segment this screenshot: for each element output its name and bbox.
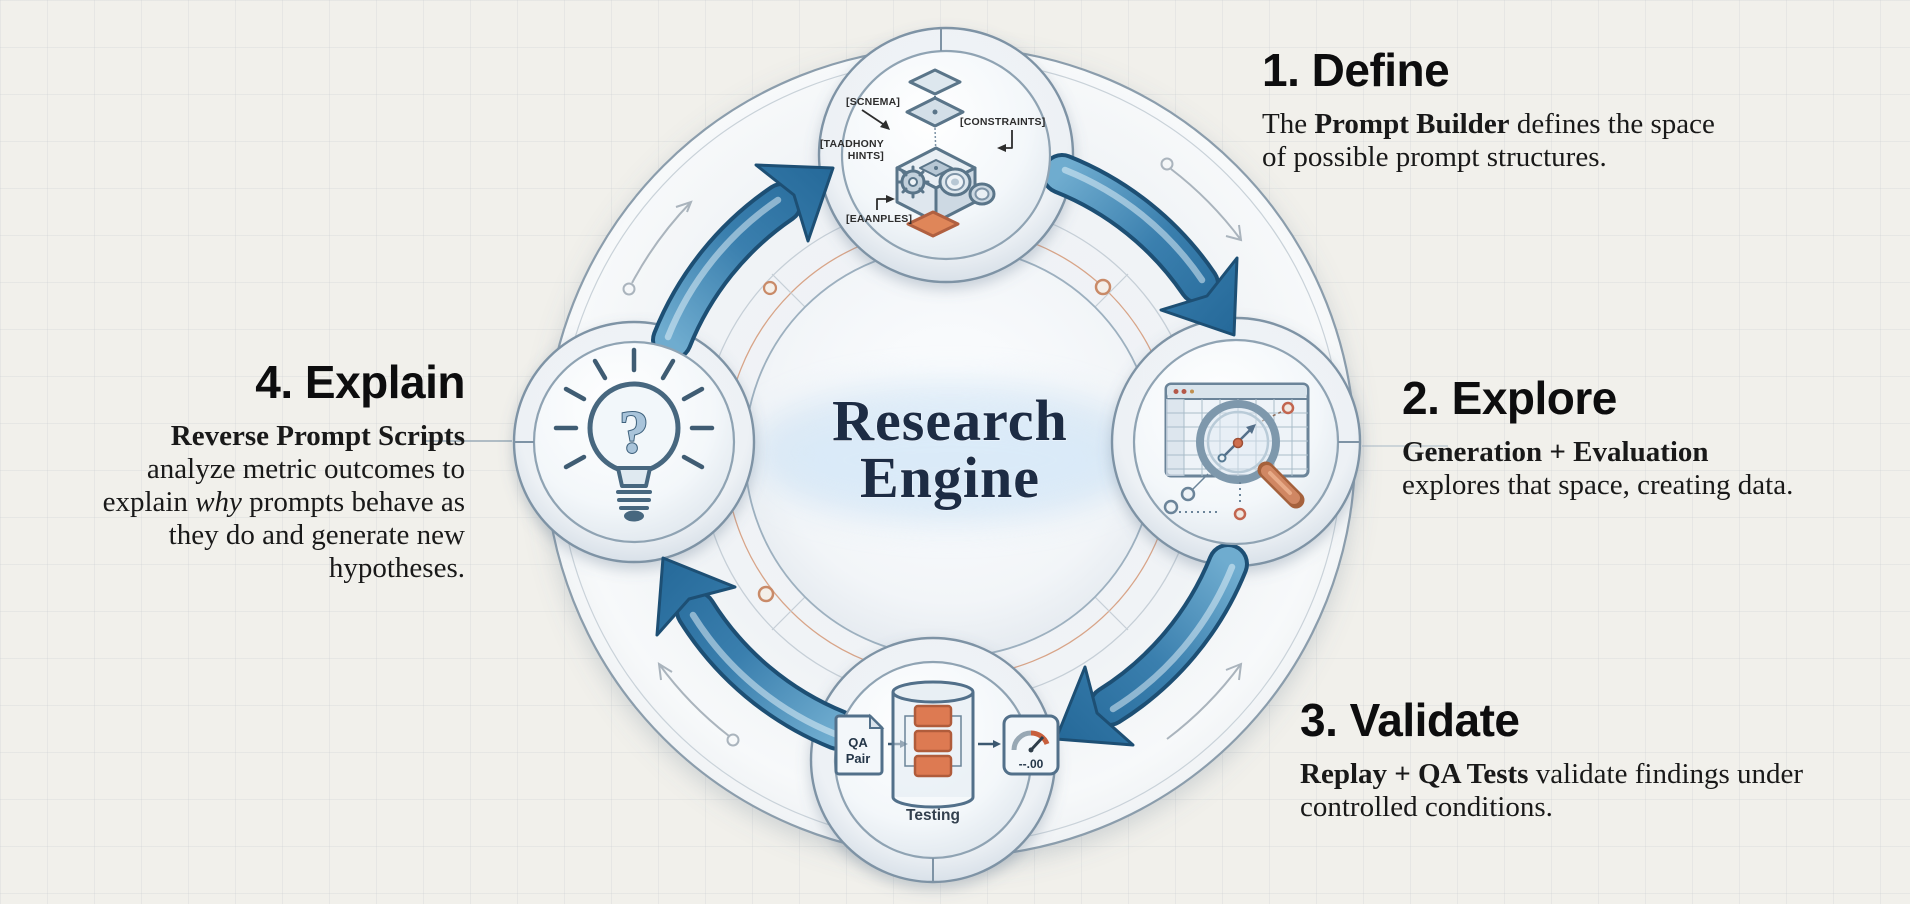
gauge-value: --.00 bbox=[1019, 757, 1044, 771]
thin-arrow-top-right bbox=[1160, 157, 1243, 242]
label-taxonomy-2: HINTS] bbox=[848, 150, 884, 162]
orange-node-3 bbox=[762, 280, 778, 296]
arrow-validate-to-explain bbox=[655, 556, 859, 751]
connector-node-2 bbox=[1163, 499, 1179, 515]
step-validate-title: 3. Validate bbox=[1300, 694, 1520, 746]
test-block-1 bbox=[913, 704, 953, 728]
bulb-base bbox=[616, 490, 652, 510]
label-schema: [SCNEMA] bbox=[846, 96, 900, 108]
orange-node-2 bbox=[757, 585, 775, 603]
center-title: Research Engine bbox=[831, 387, 1068, 511]
window-dot-2 bbox=[1181, 389, 1187, 394]
step-define-body: The Prompt Builder defines the space of … bbox=[1262, 107, 1715, 173]
thin-arrow-bottom-right bbox=[1166, 662, 1243, 740]
center-title-line2: Engine bbox=[860, 445, 1040, 510]
testing-cylinder-icon bbox=[891, 680, 975, 809]
step-define: 1. Define The Prompt Builder defines the… bbox=[1262, 44, 1742, 174]
arrow-define-to-explore bbox=[1041, 153, 1239, 337]
doc-label-line1: QA bbox=[848, 735, 868, 750]
label-constraints: [CONSTRAINTS] bbox=[960, 116, 1045, 128]
thin-arrow-top-left bbox=[622, 200, 693, 296]
step-explore-title: 2. Explore bbox=[1402, 372, 1617, 424]
testing-caption: Testing bbox=[906, 807, 960, 824]
center-title-line1: Research bbox=[832, 388, 1068, 453]
question-mark: ? bbox=[619, 399, 649, 465]
scatter-point-orange-top bbox=[1281, 401, 1295, 415]
bulb-tip bbox=[624, 510, 644, 522]
qa-pair-doc-icon: QA Pair bbox=[834, 713, 885, 776]
test-block-3 bbox=[913, 754, 953, 778]
arrowhead-define-to-explore bbox=[1159, 256, 1239, 337]
arrowhead-explain-to-define bbox=[754, 163, 835, 243]
arrowhead-explore-to-validate bbox=[1054, 665, 1135, 747]
bulb-neck bbox=[616, 466, 652, 488]
orange-node-1 bbox=[1094, 278, 1112, 296]
window-dot-1 bbox=[1173, 389, 1179, 394]
arrow-explore-to-validate bbox=[1054, 543, 1249, 747]
explore-icon bbox=[1163, 382, 1310, 521]
center-disc bbox=[744, 246, 1156, 658]
prompt-builder-icon: [SCNEMA] [CONSTRAINTS] [TAADHONY HINTS] … bbox=[820, 68, 1045, 238]
score-gauge-icon: --.00 bbox=[1002, 714, 1060, 776]
layer-top bbox=[908, 68, 962, 96]
idea-bulb-icon: ? bbox=[553, 347, 715, 522]
bulb-rays bbox=[553, 347, 715, 470]
arrow-explain-to-define bbox=[651, 163, 835, 361]
test-block-2 bbox=[913, 729, 953, 753]
lens-icon bbox=[938, 167, 996, 206]
window-dot-3 bbox=[1190, 389, 1194, 394]
step-explain-title: 4. Explain bbox=[255, 356, 465, 408]
layer-output-orange bbox=[906, 210, 960, 238]
connector-node-1 bbox=[1180, 486, 1196, 502]
gear-icon bbox=[896, 165, 930, 199]
doc-label-line2: Pair bbox=[846, 751, 871, 766]
label-taxonomy-1: [TAADHONY bbox=[820, 138, 884, 150]
validate-icon: QA Pair --.00 Testing bbox=[834, 680, 1060, 824]
arrowhead-validate-to-explain bbox=[655, 556, 737, 637]
thin-decor-arrows bbox=[622, 157, 1243, 747]
magnifier-icon bbox=[1196, 400, 1305, 509]
label-examples: [EAANPLES] bbox=[846, 213, 912, 225]
thin-arrow-bottom-left bbox=[657, 662, 740, 747]
center-glow-2 bbox=[785, 414, 1115, 506]
step-define-title: 1. Define bbox=[1262, 44, 1450, 96]
step-validate-body: Replay + QA Tests validate findings unde… bbox=[1300, 757, 1804, 823]
step-validate: 3. Validate Replay + QA Tests validate f… bbox=[1300, 694, 1820, 824]
connector-node-orange bbox=[1233, 507, 1247, 521]
flow-arrows bbox=[651, 153, 1249, 751]
